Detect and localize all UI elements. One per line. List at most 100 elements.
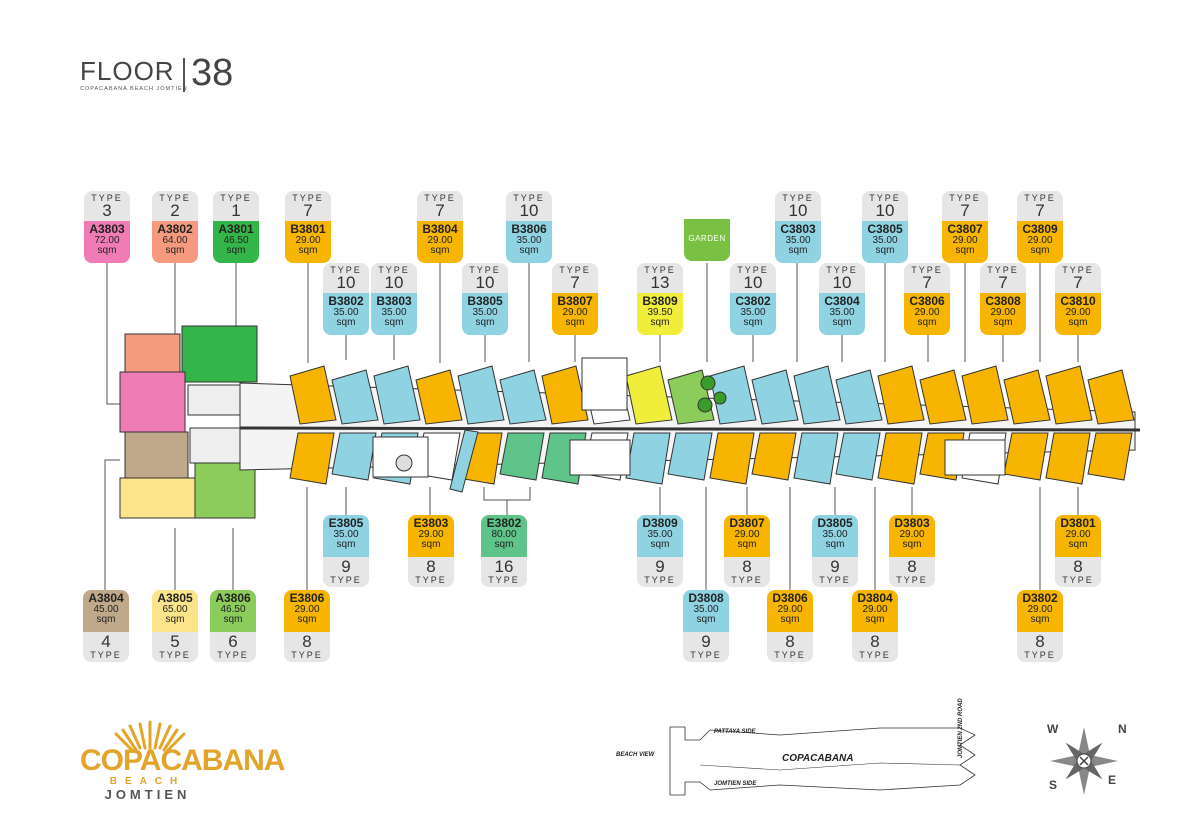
unit-block-south	[667, 432, 713, 481]
unit-area: 64.00	[162, 235, 188, 246]
unit-block-north	[877, 365, 925, 425]
unit-number: D3805	[817, 516, 853, 530]
unit-area: 72.00	[94, 235, 120, 246]
type-number: 10	[384, 273, 404, 292]
type-word: TYPE	[1024, 650, 1056, 660]
type-number: 2	[170, 201, 180, 220]
unit-number: D3803	[894, 516, 930, 530]
unit-number: A3801	[218, 222, 254, 236]
floor-number: 38	[191, 52, 234, 94]
unit-area: 29.00	[1065, 307, 1091, 318]
brand-logo: COPACABANA BEACH JOMTIEN	[80, 712, 285, 802]
unit-area: 35.00	[693, 604, 719, 615]
unit-area: 46.50	[223, 235, 249, 246]
area-unit: sqm	[336, 539, 356, 550]
key-pattaya-side: PATTAYA SIDE	[714, 729, 756, 735]
area-unit: sqm	[565, 317, 585, 328]
type-word: TYPE	[774, 650, 806, 660]
unit-block-south	[1045, 432, 1091, 485]
type-word: TYPE	[488, 575, 520, 585]
type-word: TYPE	[690, 650, 722, 660]
type-word: TYPE	[159, 650, 191, 660]
unit-number: A3806	[215, 591, 251, 605]
area-unit: sqm	[737, 539, 757, 550]
type-word: TYPE	[1062, 265, 1094, 275]
type-number: 3	[102, 201, 112, 220]
unit-block-north	[331, 369, 379, 425]
unit-number: C3810	[1060, 294, 1096, 308]
unit-area: 46.50	[220, 604, 246, 615]
unit-number: C3807	[947, 222, 983, 236]
unit-number: C3804	[824, 294, 860, 308]
compass-e: E	[1108, 773, 1117, 787]
area-unit: sqm	[650, 317, 670, 328]
type-number: 10	[788, 201, 808, 220]
type-number: 1	[231, 201, 241, 220]
key-plan	[669, 726, 976, 796]
unit-area: 29.00	[295, 235, 321, 246]
unit-number: C3802	[735, 294, 771, 308]
unit-number: A3802	[157, 222, 193, 236]
unit-number: B3802	[328, 294, 364, 308]
project-subtitle: COPACABANA BEACH JOMTIEN	[80, 86, 188, 92]
type-word: TYPE	[644, 575, 676, 585]
unit-block-south	[835, 432, 881, 481]
type-word: TYPE	[869, 193, 901, 203]
unit-block-north	[961, 365, 1009, 425]
type-number: 9	[341, 557, 351, 576]
unit-area: 29.00	[427, 235, 453, 246]
area-unit: sqm	[1068, 317, 1088, 328]
type-word: TYPE	[330, 265, 362, 275]
unit-block-south	[1003, 432, 1049, 481]
page-title: FLOOR 38 COPACABANA BEACH JOMTIEN	[80, 52, 233, 94]
unit-block-north	[1045, 365, 1093, 425]
unit-area: 35.00	[785, 235, 811, 246]
type-word: TYPE	[292, 193, 324, 203]
type-number: 9	[830, 557, 840, 576]
unit-block-north	[289, 365, 337, 425]
unit-area: 35.00	[829, 307, 855, 318]
unit-block-south	[877, 432, 923, 485]
unit-area: 29.00	[862, 604, 888, 615]
garden-label: GARDEN	[684, 219, 730, 261]
unit-area: 29.00	[914, 307, 940, 318]
type-number: 8	[302, 632, 312, 651]
area-unit: sqm	[1030, 614, 1050, 625]
unit-number: B3801	[290, 222, 326, 236]
type-number: 10	[475, 273, 495, 292]
